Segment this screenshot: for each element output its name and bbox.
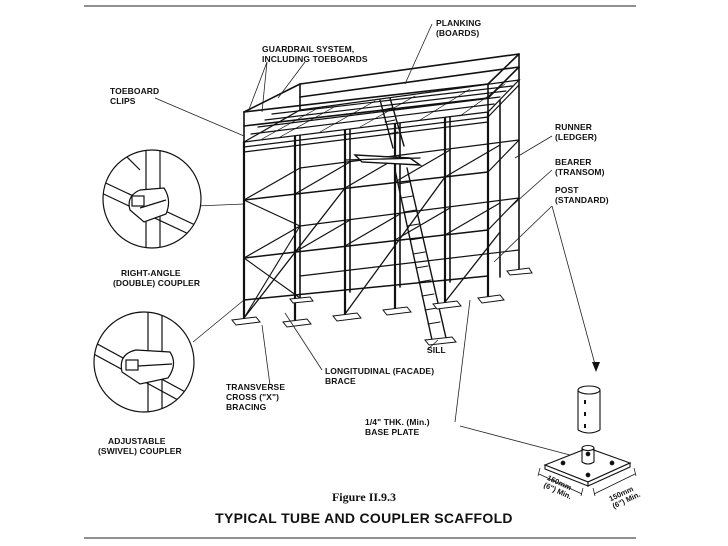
label-adjustable-coupler: ADJUSTABLE(SWIVEL) COUPLER [98, 436, 182, 456]
base-plate [543, 444, 632, 487]
front-ledgers [243, 171, 489, 301]
base-plate-detail [537, 385, 637, 497]
label-runner: RUNNER(LEDGER) [555, 122, 597, 142]
right-angle-coupler-detail [102, 149, 202, 249]
figure-number: Figure II.9.3 [331, 490, 397, 504]
adjustable-coupler-detail [93, 311, 195, 413]
figure-title: TYPICAL TUBE AND COUPLER SCAFFOLD [215, 510, 513, 526]
leader-lines [154, 23, 597, 456]
guardrails [243, 53, 520, 143]
dimension-lines [537, 467, 637, 497]
scaffold-frame [231, 53, 533, 346]
longitudinal-brace [243, 176, 501, 319]
ladder-landing [344, 157, 421, 161]
label-sill: SILL [427, 345, 446, 355]
transverse-bracing [243, 199, 301, 319]
sills [231, 267, 533, 346]
label-planking: PLANKING(BOARDS) [436, 18, 482, 38]
post-tube [577, 385, 601, 434]
label-bearer: BEARER(TRANSOM) [555, 157, 605, 177]
label-base-plate: 1/4" THK. (Min.)BASE PLATE [365, 417, 430, 437]
label-longitudinal-brace: LONGITUDINAL (FACADE)BRACE [325, 366, 435, 386]
label-guardrail-system: GUARDRAIL SYSTEM,INCLUDING TOEBOARDS [262, 44, 368, 64]
label-right-angle-coupler: RIGHT-ANGLE(DOUBLE) COUPLER [113, 268, 201, 288]
front-posts [242, 110, 490, 322]
label-post: POST(STANDARD) [555, 185, 609, 205]
ladder-rungs [381, 107, 441, 325]
post-arrow [592, 362, 600, 372]
